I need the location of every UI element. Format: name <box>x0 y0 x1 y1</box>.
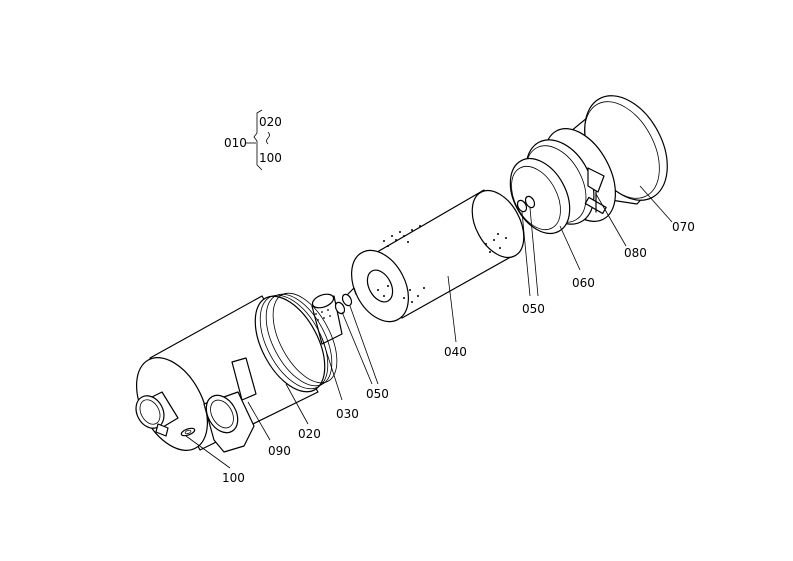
housing-inlet-port <box>135 391 179 437</box>
callout-080: 080 <box>624 246 647 260</box>
callout-030: 030 <box>336 407 359 421</box>
part-100-valve <box>180 427 196 437</box>
part-060-ring <box>509 139 595 234</box>
callout-040: 040 <box>444 345 467 359</box>
assembly-number: 010 <box>224 136 247 150</box>
assembly-legend: 010 020 100 <box>224 109 282 171</box>
callout-060: 060 <box>572 276 595 290</box>
callout-090: 090 <box>268 444 291 458</box>
callout-050-left: 050 <box>366 387 389 401</box>
part-050-washer-left <box>334 287 357 315</box>
part-080-clamp <box>584 167 607 215</box>
callout-020: 020 <box>298 427 321 441</box>
part-050-washer-right <box>516 195 536 213</box>
leader-lines <box>185 185 673 469</box>
callout-050-right: 050 <box>522 302 545 316</box>
callout-070: 070 <box>672 220 695 234</box>
part-040-filter-element <box>351 189 525 323</box>
assembly-range-end: 100 <box>259 151 282 165</box>
part-090-elbow <box>203 391 255 453</box>
assembly-range-start: 020 <box>259 115 282 129</box>
callout-100: 100 <box>222 471 245 485</box>
